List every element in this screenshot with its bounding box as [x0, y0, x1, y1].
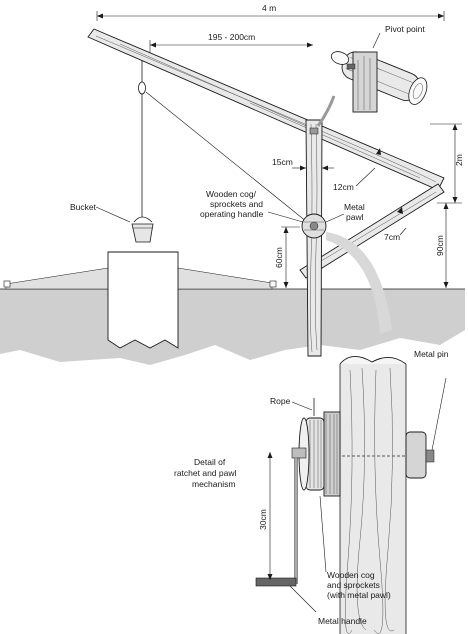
cog-label-line2: sprockets and: [210, 199, 263, 209]
dim-90cm-label: 90cm: [435, 235, 445, 256]
spoil-mound-right: [177, 267, 273, 290]
rope-label: Rope: [270, 396, 291, 406]
wooden-cog-label-line3: (with metal pawl): [327, 590, 391, 600]
dim-2m-label: 2m: [454, 154, 464, 166]
detail-label-line2: ratchet and pawl: [174, 468, 236, 478]
metal-pawl-label-line1: Metal: [344, 202, 365, 212]
metal-pawl-label-line2: pawl: [346, 212, 364, 222]
lever-beam: [87, 28, 445, 191]
wooden-cog-label-line2: and sprockets: [327, 580, 380, 590]
ratchet-detail-view: 30cm: [255, 356, 447, 634]
cog-wheel: [301, 213, 327, 239]
wooden-cog-label-line1: Wooden cog: [327, 570, 375, 580]
dim-30cm-label: 30cm: [258, 509, 268, 530]
pivot-point-label: Pivot point: [385, 24, 425, 34]
cog-label-line3: operating handle: [200, 209, 264, 219]
dim-195-200cm-label: 195 - 200cm: [208, 32, 255, 42]
ground: [0, 289, 465, 365]
detail-label-line3: mechanism: [192, 479, 235, 489]
spoil-mound-left: [5, 267, 109, 290]
metal-handle-label: Metal handle: [318, 616, 367, 626]
well-shaft: [107, 251, 179, 349]
metal-pin-label: Metal pin: [414, 349, 449, 359]
cog-label-line1: Wooden cog/: [206, 189, 257, 199]
pivot-detail: [316, 32, 428, 127]
bucket-label: Bucket: [70, 202, 97, 212]
bucket: [131, 216, 154, 243]
dim-7cm-label: 7cm: [384, 232, 400, 242]
dim-60cm-label: 60cm: [274, 247, 284, 268]
width-4m-label: 4 m: [262, 3, 276, 13]
detail-label-line1: Detail of: [194, 457, 226, 467]
detail-connector: [326, 232, 392, 334]
dim-12cm-label: 12cm: [333, 182, 354, 192]
dim-15cm-label: 15cm: [272, 157, 293, 167]
